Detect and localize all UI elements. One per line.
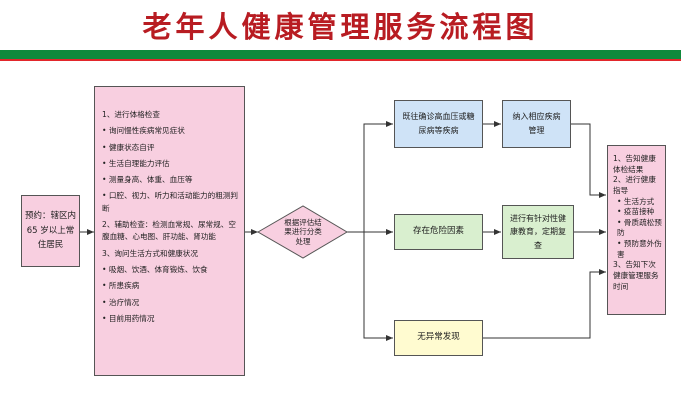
checkup-line: • 健康状态自评	[102, 142, 155, 152]
checkup-line: • 生活自理能力评估	[102, 158, 170, 168]
final-line: 2、进行健康指导	[613, 175, 656, 195]
final-line: • 生活方式	[617, 196, 655, 206]
title-banner: 老年人健康管理服务流程图	[0, 0, 681, 50]
checkup-line: 3、询问生活方式和健康状况	[102, 248, 198, 258]
decision-diamond	[257, 205, 348, 259]
arrow-decision-to-diagnosed	[347, 121, 393, 233]
checkup-line: 2、辅助检查：检测血常规、尿常规、空腹血糖、心电图、肝功能、肾功能	[102, 220, 236, 242]
final-guidance-box: 1、告知健康体检结果 2、进行健康指导 • 生活方式 • 疫苗接种 • 骨质疏松…	[607, 145, 666, 315]
final-line: • 骨质疏松预防	[617, 217, 662, 238]
no-abnormal-box: 无异常发现	[394, 320, 483, 356]
page-title: 老年人健康管理服务流程图	[142, 10, 539, 44]
final-line: • 预防意外伤害	[617, 239, 662, 259]
checkup-box: 1、进行体格检查 • 询问慢性疾病常见症状 • 健康状态自评 • 生活自理能力评…	[94, 86, 245, 376]
banner-stripe	[0, 50, 681, 61]
arrow-decision-to-noabnormal	[363, 232, 393, 341]
decision-text: 根据评估结果进行分类处理	[284, 217, 322, 246]
checkup-line: 1、进行体格检查	[102, 110, 160, 119]
checkup-line: • 治疗情况	[102, 297, 140, 307]
checkup-line: • 询问慢性疾病常见症状	[102, 126, 185, 136]
final-line: • 疫苗接种	[617, 207, 655, 217]
appointment-box: 预约：辖区内 65 岁以上常住居民	[21, 195, 80, 267]
include-management-box: 纳入相应疾病管理	[502, 100, 571, 148]
arrow-noabnormal-to-final	[483, 269, 606, 339]
checkup-line: • 口腔、视力、听力和活动能力的粗测判断	[102, 191, 238, 213]
checkup-line: • 所患疾病	[102, 281, 140, 291]
arrow-include-to-final	[571, 123, 606, 198]
diagnosed-box: 既往确诊高血压或糖尿病等疾病	[394, 100, 483, 148]
risk-factors-box: 存在危险因素	[394, 214, 483, 250]
final-line: 1、告知健康体检结果	[613, 154, 656, 174]
targeted-education-box: 进行有针对性健康教育，定期复查	[502, 205, 574, 259]
final-line: 3、告知下次健康管理服务时间	[613, 260, 659, 291]
checkup-line: • 目前用药情况	[102, 313, 155, 323]
checkup-line: • 测量身高、体重、血压等	[102, 175, 193, 185]
checkup-line: • 吸烟、饮酒、体育锻炼、饮食	[102, 264, 208, 274]
